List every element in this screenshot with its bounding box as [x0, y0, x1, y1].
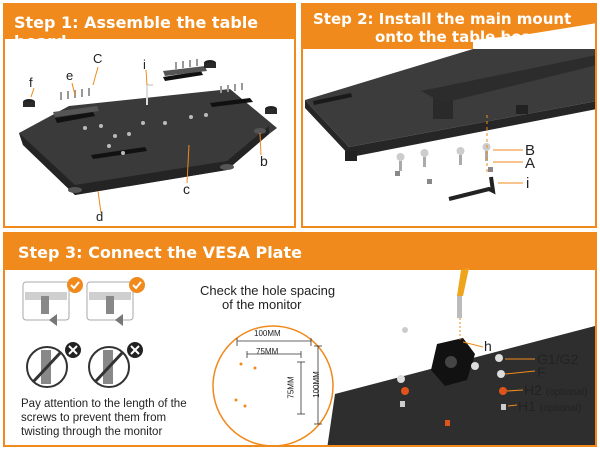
step1-panel: Step 1: Assemble the table board — [3, 3, 296, 228]
label-b: b — [260, 153, 268, 169]
screw-length-bad-1 — [26, 346, 68, 388]
warning-line1: Pay attention to the length of the — [21, 398, 187, 410]
step3-panel: Step 3: Connect the VESA Plate — [3, 232, 597, 447]
label-H2: H2 (optional) — [524, 382, 588, 398]
dim-100-width: 100MM — [254, 329, 281, 338]
label-H2-optional: (optional) — [545, 387, 588, 398]
allen-key-icon — [448, 176, 496, 201]
label-f: f — [29, 75, 33, 90]
step3-title: Step 3: Connect the VESA Plate — [18, 243, 302, 262]
step2-illustration — [305, 23, 595, 201]
warning-line2: screws to prevent them from — [21, 412, 167, 424]
hole-caption-line2: of the monitor — [222, 297, 302, 312]
label-e: e — [66, 68, 74, 83]
label-H1: H1 (optional) — [518, 398, 582, 414]
screwdriver-icon — [457, 268, 469, 318]
step2-panel: Step 2: Install the main mount onto the … — [301, 3, 597, 228]
label-B: B — [525, 142, 536, 159]
warning-line3: twisting through the monitor — [21, 426, 163, 438]
screw-length-bad-2 — [88, 346, 130, 388]
monitor-back — [327, 326, 595, 445]
step1-illustration — [19, 59, 277, 214]
label-i: i — [143, 57, 146, 72]
step1-title: Step 1: Assemble the table board — [14, 13, 259, 51]
dim-75-width: 75MM — [256, 347, 279, 356]
label-H1-text: H1 — [518, 398, 536, 414]
hole-caption-line1: Check the hole spacing — [200, 283, 336, 298]
check-icon — [67, 277, 83, 293]
screw-length-ok-1 — [22, 281, 70, 326]
label-i: i — [526, 175, 530, 192]
label-h: h — [484, 338, 492, 354]
label-c-bottom: c — [183, 181, 190, 197]
label-H2-text: H2 — [524, 382, 542, 398]
step2-header: Step 2: Install the main mount onto the … — [303, 5, 595, 49]
label-d: d — [96, 209, 104, 224]
step1-header: Step 1: Assemble the table board — [5, 5, 294, 51]
step3-illustration — [22, 268, 595, 445]
screw-length-ok-2 — [86, 281, 134, 326]
label-F: F — [537, 364, 546, 380]
label-A: A — [525, 155, 536, 172]
hole-spacing-diagram — [212, 325, 334, 445]
label-H1-optional: (optional) — [539, 403, 582, 414]
step2-title-line1: Step 2: Install the main mount — [313, 10, 572, 28]
step3-header: Step 3: Connect the VESA Plate — [5, 234, 595, 270]
dim-75-height: 75MM — [286, 376, 296, 399]
dim-100-height: 100MM — [311, 371, 321, 398]
check-icon — [129, 277, 145, 293]
label-c-top: C — [93, 51, 103, 66]
label-g1-g2: G1/G2 — [537, 351, 579, 367]
